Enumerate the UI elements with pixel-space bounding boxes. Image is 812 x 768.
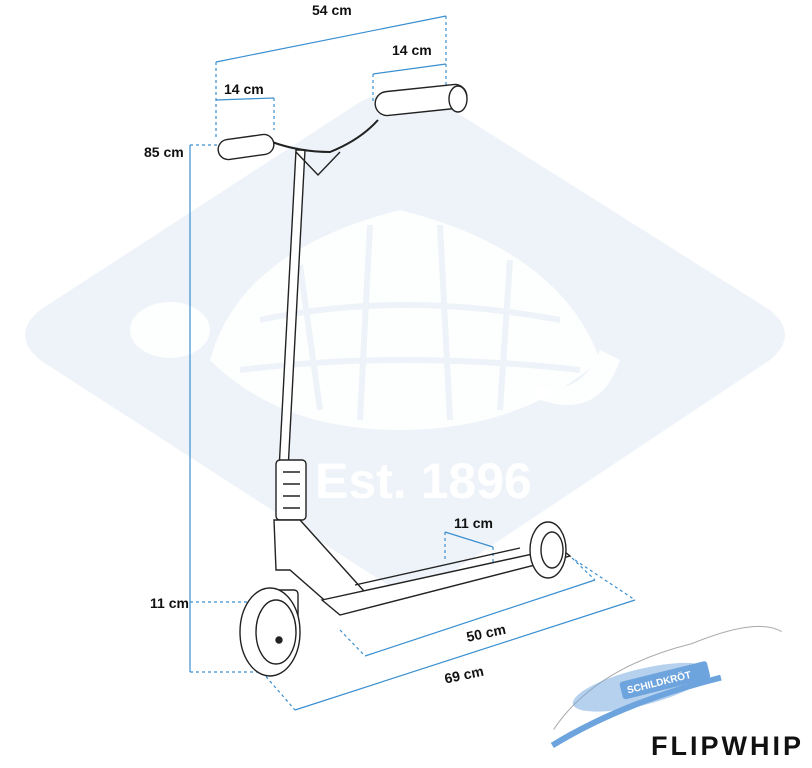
- model-name: FLIPWHIP: [651, 731, 804, 761]
- watermark-text: Est. 1896: [315, 453, 532, 509]
- dim-height: 85 cm: [144, 144, 184, 160]
- schildkrot-logo: SCHILDKRÖT: [550, 626, 782, 748]
- dim-total-length: 69 cm: [443, 663, 485, 687]
- watermark-turtle-logo: Est. 1896: [25, 93, 785, 590]
- dim-deck-width: 11 cm: [454, 515, 493, 531]
- dim-grip-left: 14 cm: [224, 81, 264, 97]
- dim-deck-length: 50 cm: [465, 621, 507, 645]
- dim-total-width: 54 cm: [312, 2, 352, 18]
- scooter-drawing: [217, 83, 572, 677]
- dim-deck-height: 11 cm: [150, 595, 189, 611]
- dim-grip-right: 14 cm: [392, 42, 432, 58]
